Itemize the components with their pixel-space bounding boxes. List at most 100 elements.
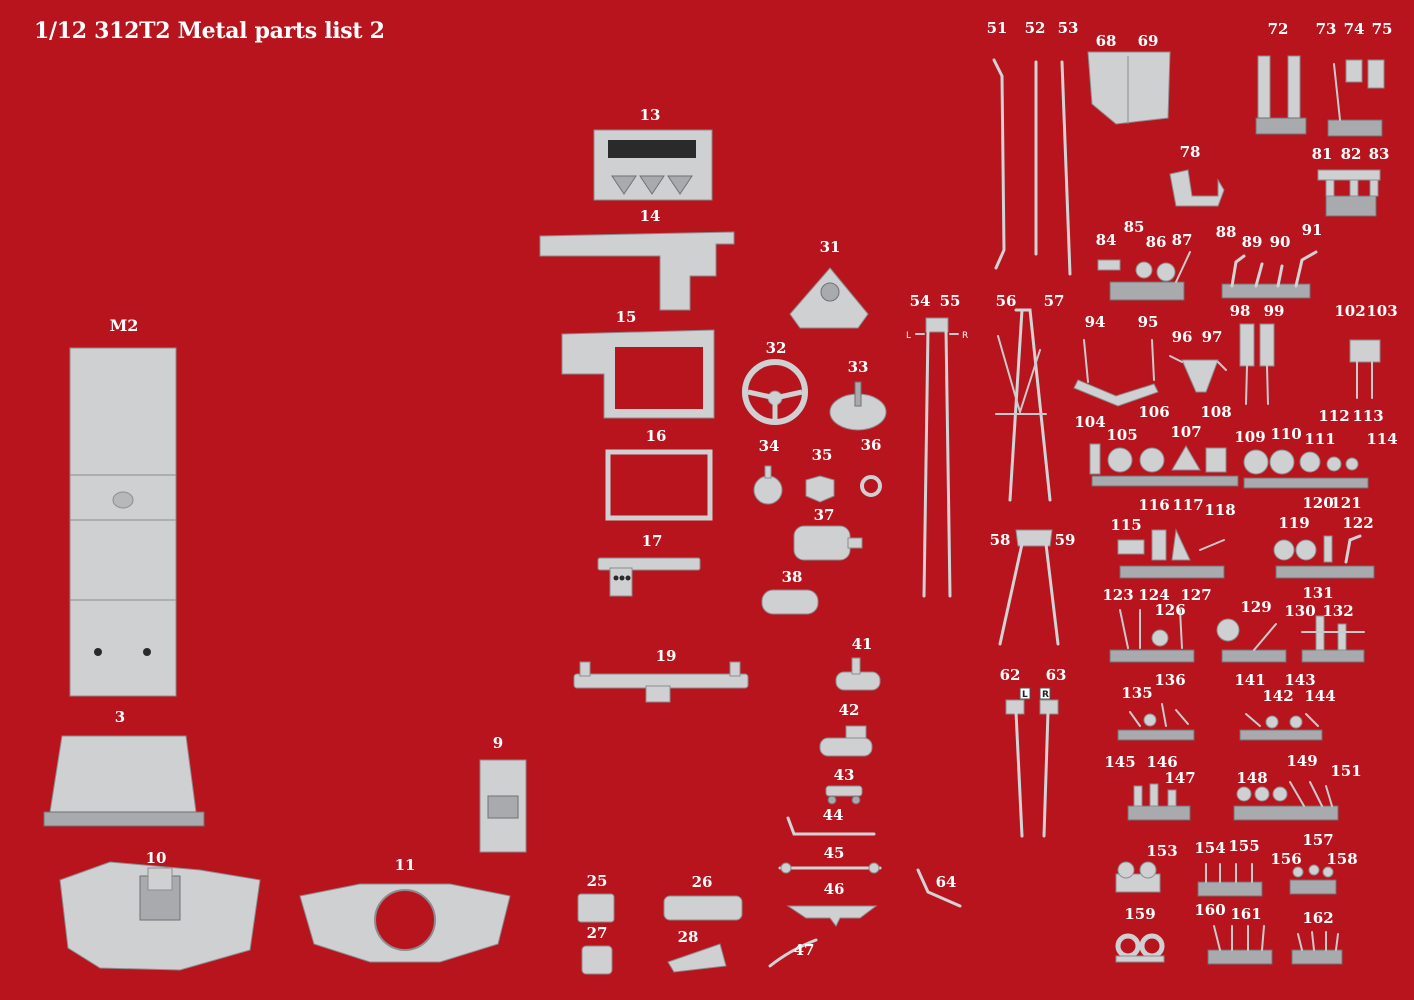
part-label-72: 72	[1267, 20, 1289, 38]
part-25	[577, 893, 615, 923]
part-label-68: 68	[1095, 32, 1117, 50]
part-label-64: 64	[935, 873, 957, 891]
part-label-131: 131	[1302, 584, 1334, 602]
part-81-83	[1317, 169, 1381, 217]
part-label-19: 19	[655, 647, 677, 665]
part-145-147	[1127, 783, 1191, 821]
part-label-117: 117	[1172, 496, 1204, 514]
part-32	[742, 359, 808, 425]
part-label-136: 136	[1154, 671, 1186, 689]
part-label-135: 135	[1121, 684, 1153, 702]
part-label-43: 43	[833, 766, 855, 784]
part-51	[992, 58, 1006, 270]
part-43	[825, 785, 863, 805]
part-label-99: 99	[1263, 302, 1285, 320]
part-label-112: 112	[1318, 407, 1350, 425]
part-label-102: 102	[1334, 302, 1366, 320]
part-36	[860, 475, 882, 497]
part-58-59	[998, 529, 1060, 646]
part-label-13: 13	[639, 106, 661, 124]
part-label-34: 34	[758, 437, 780, 455]
part-label-156: 156	[1270, 850, 1302, 868]
part-16	[605, 449, 713, 521]
part-129-130	[1216, 618, 1287, 663]
side-mark-left-54: L	[906, 331, 911, 341]
part-label-143: 143	[1284, 671, 1316, 689]
part-33	[829, 381, 887, 431]
part-label-75: 75	[1371, 20, 1393, 38]
part-label-118: 118	[1204, 501, 1236, 519]
part-label-144: 144	[1304, 687, 1336, 705]
part-154-155	[1197, 863, 1263, 897]
part-label-95: 95	[1137, 313, 1159, 331]
part-41	[835, 657, 881, 691]
part-label-124: 124	[1138, 586, 1170, 604]
part-label-119: 119	[1278, 514, 1310, 532]
part-13	[593, 129, 713, 201]
part-17	[597, 557, 701, 597]
part-153	[1115, 861, 1161, 893]
part-label-114: 114	[1366, 430, 1398, 448]
part-label-53: 53	[1057, 19, 1079, 37]
part-98-99	[1239, 323, 1275, 405]
part-102-103	[1349, 339, 1381, 399]
part-11	[299, 883, 511, 963]
part-label-157: 157	[1302, 831, 1334, 849]
part-label-54: 54	[909, 292, 931, 310]
part-label-142: 142	[1262, 687, 1294, 705]
part-label-17: 17	[641, 532, 663, 550]
part-label-16: 16	[645, 427, 667, 445]
part-label-35: 35	[811, 446, 833, 464]
part-label-111: 111	[1304, 430, 1336, 448]
part-56-57	[995, 308, 1052, 502]
part-label-62: 62	[999, 666, 1021, 684]
part-label-129: 129	[1240, 598, 1272, 616]
part-148-151	[1233, 781, 1339, 821]
part-label-42: 42	[838, 701, 860, 719]
part-label-116: 116	[1138, 496, 1170, 514]
part-label-11: 11	[394, 856, 416, 874]
part-label-106: 106	[1138, 403, 1170, 421]
part-38	[761, 589, 819, 615]
part-label-15: 15	[615, 308, 637, 326]
part-44	[786, 816, 876, 836]
part-label-151: 151	[1330, 762, 1362, 780]
part-15	[561, 329, 715, 419]
part-label-44: 44	[822, 806, 844, 824]
part-label-126: 126	[1154, 601, 1186, 619]
part-label-141: 141	[1234, 671, 1266, 689]
part-109-114	[1243, 449, 1369, 489]
part-label-123: 123	[1102, 586, 1134, 604]
part-label-28: 28	[677, 928, 699, 946]
part-159	[1115, 933, 1165, 963]
part-14	[539, 231, 735, 311]
part-label-47: 47	[793, 941, 815, 959]
part-label-146: 146	[1146, 753, 1178, 771]
part-68-69	[1087, 51, 1171, 125]
part-104-108	[1089, 443, 1239, 487]
part-119-122	[1273, 534, 1375, 579]
part-label-103: 103	[1366, 302, 1398, 320]
part-label-160: 160	[1194, 901, 1226, 919]
part-34	[753, 465, 783, 505]
part-94-95	[1073, 339, 1159, 407]
part-27	[581, 945, 613, 975]
part-96-97	[1169, 355, 1227, 393]
part-label-26: 26	[691, 873, 713, 891]
part-label-25: 25	[586, 872, 608, 890]
part-53	[1060, 60, 1072, 276]
part-72	[1255, 55, 1307, 135]
part-label-52: 52	[1024, 19, 1046, 37]
part-label-90: 90	[1269, 233, 1291, 251]
part-label-98: 98	[1229, 302, 1251, 320]
part-label-9: 9	[492, 734, 504, 752]
part-label-14: 14	[639, 207, 661, 225]
part-label-159: 159	[1124, 905, 1156, 923]
part-label-33: 33	[847, 358, 869, 376]
part-3	[43, 735, 205, 827]
part-156-158	[1289, 864, 1337, 895]
part-label-158: 158	[1326, 850, 1358, 868]
part-label-149: 149	[1286, 752, 1318, 770]
part-label-36: 36	[860, 436, 882, 454]
